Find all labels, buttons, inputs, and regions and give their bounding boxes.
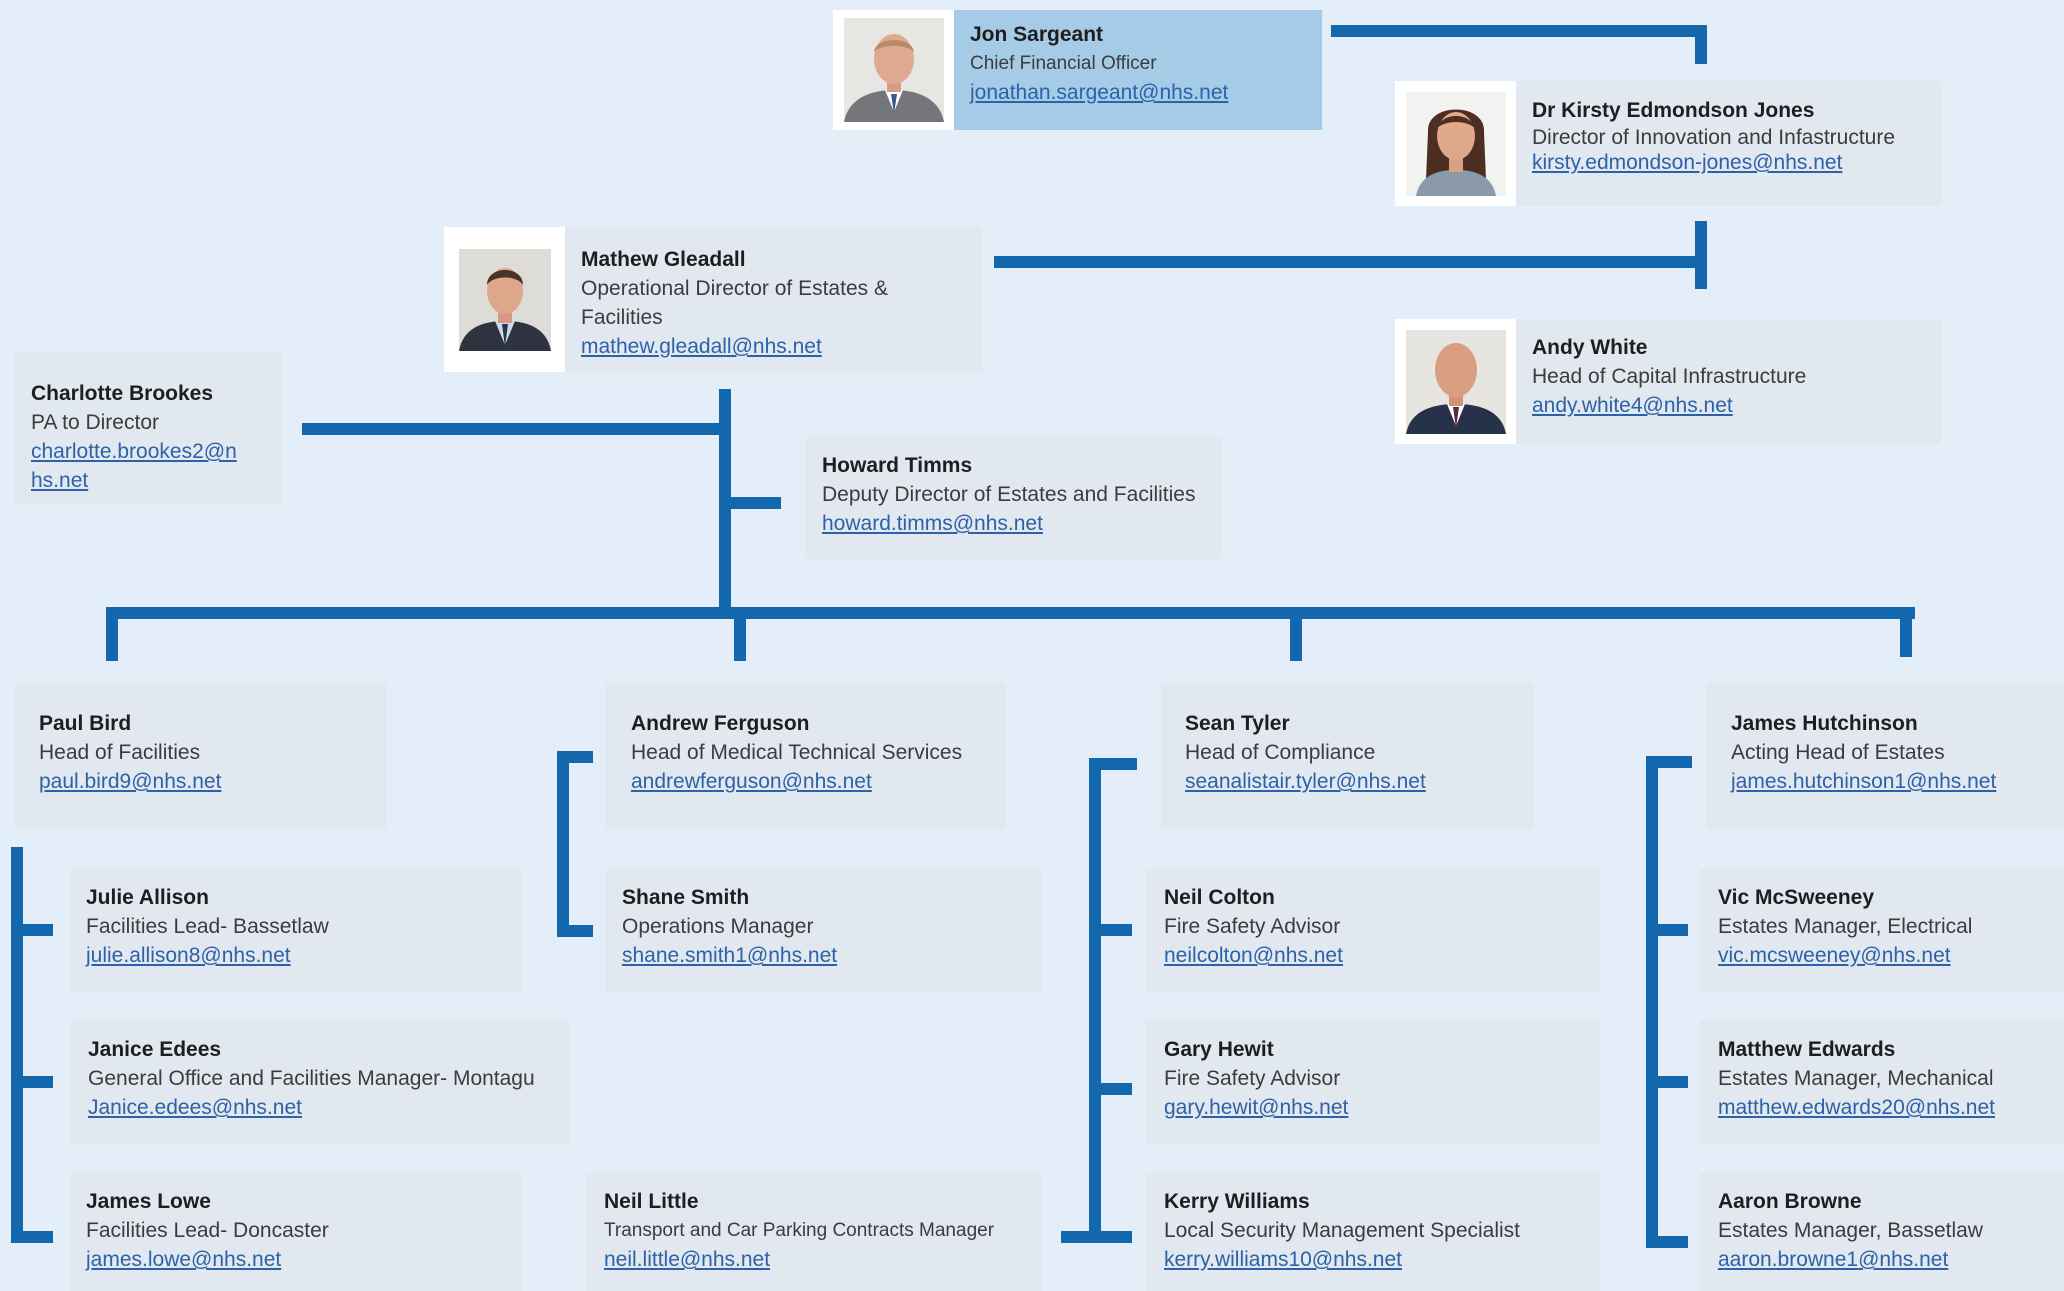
person-name: Neil Little	[604, 1190, 699, 1213]
org-card-shane-smith: Shane Smith Operations Manager shane.smi…	[605, 869, 1041, 993]
email-link[interactable]: julie.allison8@nhs.net	[86, 944, 291, 967]
profile-photo	[833, 10, 954, 130]
email-link[interactable]: gary.hewit@nhs.net	[1164, 1096, 1349, 1119]
email-link[interactable]: kirsty.edmondson-jones@nhs.net	[1532, 151, 1843, 174]
person-name: James Hutchinson	[1731, 712, 1918, 735]
person-name: Janice Edees	[88, 1038, 222, 1061]
person-name: Julie Allison	[86, 886, 209, 909]
person-name: Neil Colton	[1164, 886, 1275, 909]
org-card-janice-edees: Janice Edees General Office and Faciliti…	[70, 1020, 570, 1144]
person-title: Operations Manager	[622, 915, 814, 938]
profile-photo	[444, 227, 565, 372]
email-link[interactable]: mathew.gleadall@nhs.net	[581, 335, 822, 358]
org-card-sean-tyler: Sean Tyler Head of Compliance seanalista…	[1161, 683, 1533, 829]
person-name: Vic McSweeney	[1718, 886, 1875, 909]
email-link[interactable]: matthew.edwards20@nhs.net	[1718, 1096, 1995, 1119]
person-name: Sean Tyler	[1185, 712, 1290, 735]
person-title: Local Security Management Specialist	[1164, 1219, 1521, 1242]
org-card-gary-hewit: Gary Hewit Fire Safety Advisor gary.hewi…	[1146, 1020, 1600, 1144]
org-card-charlotte-brookes: Charlotte Brookes PA to Director charlot…	[14, 353, 282, 504]
person-name: Howard Timms	[822, 454, 973, 477]
connector-line	[1646, 756, 1692, 1248]
org-card-vic-mcsweeney: Vic McSweeney Estates Manager, Electrica…	[1700, 869, 2064, 993]
org-card-neil-little: Neil Little Transport and Car Parking Co…	[587, 1173, 1041, 1291]
email-link[interactable]: Janice.edees@nhs.net	[88, 1096, 302, 1119]
person-name: Kerry Williams	[1164, 1190, 1310, 1213]
email-link[interactable]: shane.smith1@nhs.net	[622, 944, 838, 967]
email-link[interactable]: paul.bird9@nhs.net	[39, 770, 222, 793]
email-link[interactable]: james.lowe@nhs.net	[86, 1248, 282, 1271]
person-title: Fire Safety Advisor	[1164, 915, 1341, 938]
person-title: Acting Head of Estates	[1731, 741, 1945, 764]
person-title: PA to Director	[31, 411, 159, 434]
email-link[interactable]: kerry.williams10@nhs.net	[1164, 1248, 1403, 1271]
person-name: Dr Kirsty Edmondson Jones	[1532, 99, 1815, 122]
org-card-kirsty-edmondson-jones: Dr Kirsty Edmondson Jones Director of In…	[1395, 81, 1941, 206]
org-card-andrew-ferguson: Andrew Ferguson Head of Medical Technica…	[605, 683, 1005, 829]
person-title: Deputy Director of Estates and Facilitie…	[822, 483, 1196, 506]
person-title: Head of Compliance	[1185, 741, 1376, 764]
org-card-julie-allison: Julie Allison Facilities Lead- Bassetlaw…	[70, 869, 522, 993]
person-title: Director of Innovation and Infastructure	[1532, 126, 1896, 149]
email-link[interactable]: jonathan.sargeant@nhs.net	[970, 81, 1229, 104]
org-card-aaron-browne: Aaron Browne Estates Manager, Bassetlaw …	[1700, 1173, 2064, 1291]
person-title: Estates Manager, Electrical	[1718, 915, 1973, 938]
person-title: Operational Director of Estates & Facili…	[581, 277, 888, 329]
connector-line	[557, 751, 593, 937]
person-title: Head of Facilities	[39, 741, 201, 764]
org-card-jon-sargeant: Jon Sargeant Chief Financial Officer jon…	[833, 10, 1322, 130]
email-link[interactable]: seanalistair.tyler@nhs.net	[1185, 770, 1426, 793]
person-title: Fire Safety Advisor	[1164, 1067, 1341, 1090]
person-name: Mathew Gleadall	[581, 248, 746, 271]
org-card-howard-timms: Howard Timms Deputy Director of Estates …	[805, 437, 1221, 559]
org-card-andy-white: Andy White Head of Capital Infrastructur…	[1395, 319, 1941, 444]
org-card-neil-colton: Neil Colton Fire Safety Advisor neilcolt…	[1146, 869, 1600, 993]
org-card-mathew-gleadall: Mathew Gleadall Operational Director of …	[444, 227, 982, 372]
email-link[interactable]: vic.mcsweeney@nhs.net	[1718, 944, 1951, 967]
person-title: General Office and Facilities Manager- M…	[88, 1067, 535, 1090]
person-name: Jon Sargeant	[970, 23, 1104, 46]
person-title: Head of Medical Technical Services	[631, 741, 963, 764]
person-name: Matthew Edwards	[1718, 1038, 1896, 1061]
email-link[interactable]: howard.timms@nhs.net	[822, 512, 1043, 535]
person-name: Andrew Ferguson	[631, 712, 810, 735]
person-name: Paul Bird	[39, 712, 132, 735]
person-title: Estates Manager, Bassetlaw	[1718, 1219, 1983, 1242]
org-card-paul-bird: Paul Bird Head of Facilities paul.bird9@…	[15, 683, 387, 829]
email-link[interactable]: andy.white4@nhs.net	[1532, 394, 1733, 417]
email-link[interactable]: aaron.browne1@nhs.net	[1718, 1248, 1949, 1271]
email-link[interactable]: james.hutchinson1@nhs.net	[1731, 770, 1997, 793]
org-card-matthew-edwards: Matthew Edwards Estates Manager, Mechani…	[1700, 1020, 2064, 1144]
person-title: Facilities Lead- Doncaster	[86, 1219, 329, 1242]
person-name: Gary Hewit	[1164, 1038, 1274, 1061]
org-card-kerry-williams: Kerry Williams Local Security Management…	[1146, 1173, 1600, 1291]
email-link[interactable]: charlotte.brookes2@nhs.net	[31, 440, 237, 492]
person-name: James Lowe	[86, 1190, 211, 1213]
profile-photo	[1395, 81, 1516, 206]
org-card-james-lowe: James Lowe Facilities Lead- Doncaster ja…	[70, 1173, 522, 1291]
person-name: Charlotte Brookes	[31, 382, 214, 405]
connector-line	[11, 847, 53, 1243]
person-title: Estates Manager, Mechanical	[1718, 1067, 1994, 1090]
person-title: Transport and Car Parking Contracts Mana…	[604, 1220, 995, 1241]
org-card-james-hutchinson: James Hutchinson Acting Head of Estates …	[1707, 683, 2064, 829]
profile-photo	[1395, 319, 1516, 444]
email-link[interactable]: neil.little@nhs.net	[604, 1248, 771, 1271]
person-name: Shane Smith	[622, 886, 750, 909]
connector-line	[1331, 25, 1707, 64]
person-title: Chief Financial Officer	[970, 53, 1157, 74]
email-link[interactable]: andrewferguson@nhs.net	[631, 770, 872, 793]
email-link[interactable]: neilcolton@nhs.net	[1164, 944, 1343, 967]
person-name: Andy White	[1532, 336, 1648, 359]
person-title: Head of Capital Infrastructure	[1532, 365, 1807, 388]
person-title: Facilities Lead- Bassetlaw	[86, 915, 329, 938]
connector-line	[1089, 758, 1137, 1242]
person-name: Aaron Browne	[1718, 1190, 1862, 1213]
